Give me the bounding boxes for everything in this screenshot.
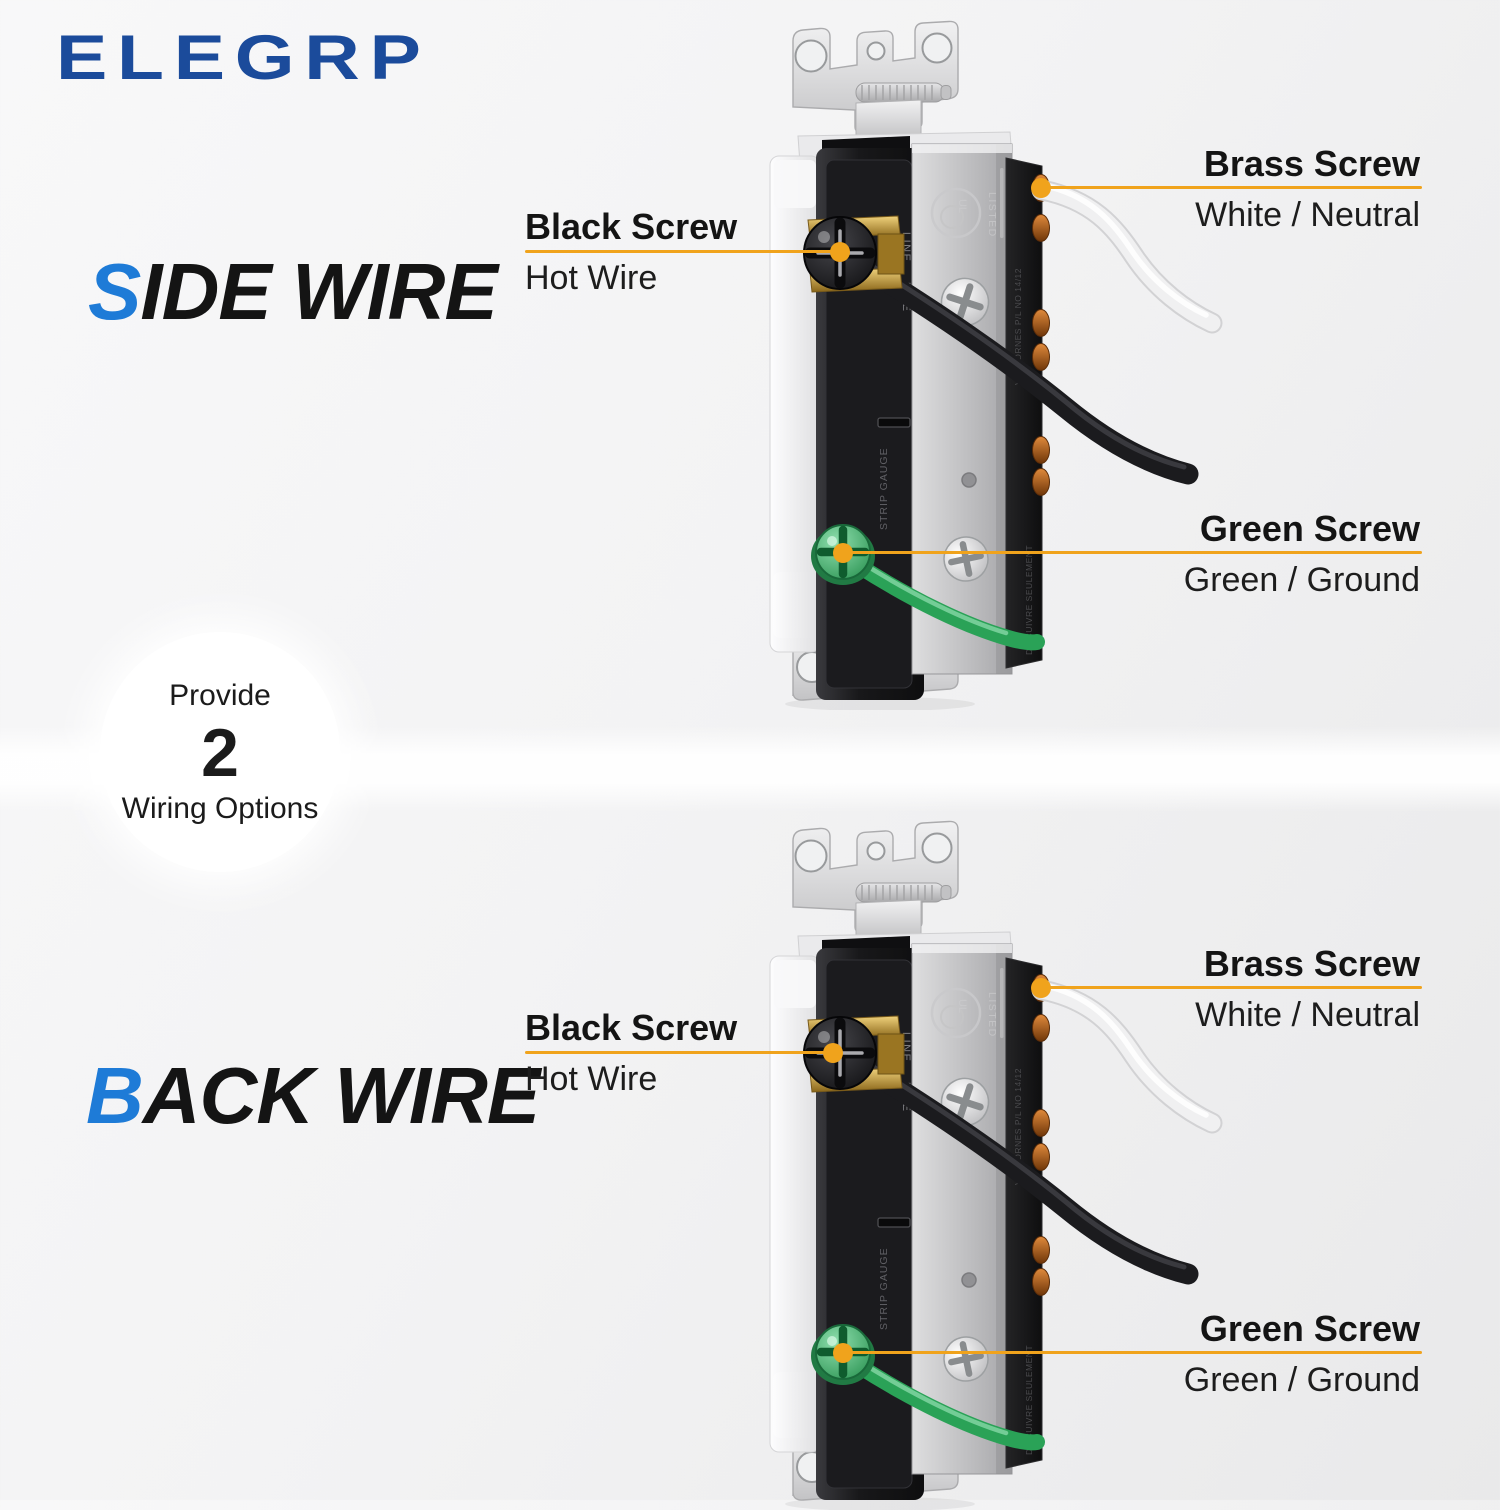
wiring-options-badge: Provide 2 Wiring Options	[100, 632, 340, 872]
callout-black-screw-title: Black Screw	[525, 206, 738, 247]
callout-brass-screw-title: Brass Screw	[1203, 943, 1420, 984]
callout-brass-screw-title: Brass Screw	[1203, 143, 1420, 184]
heading-first-letter: S	[88, 247, 141, 336]
callout-black-screw-subtitle: Hot Wire	[525, 259, 658, 297]
switch-device-side-wire: LINE LINE STRIP GAUGE UL LISTED	[760, 10, 1240, 710]
section-heading-side-wire: SIDE WIRE	[88, 252, 498, 332]
callout-green-screw-subtitle: Green / Ground	[1183, 561, 1420, 599]
badge-number: 2	[201, 715, 239, 792]
callout-brass-screw-line	[1041, 986, 1422, 989]
switch-device-back-wire	[760, 810, 1240, 1510]
badge-line-1: Provide	[169, 679, 271, 713]
callout-black-screw-dot	[830, 242, 850, 262]
callout-green-screw-line	[843, 551, 1422, 554]
callout-brass-screw-subtitle: White / Neutral	[1195, 196, 1420, 234]
heading-rest: IDE WIRE	[140, 247, 497, 336]
callout-black-screw-subtitle: Hot Wire	[525, 1060, 658, 1098]
callout-green-screw-subtitle: Green / Ground	[1183, 1361, 1420, 1399]
callout-green-screw-dot	[833, 1343, 853, 1363]
callout-black-screw-line	[525, 250, 840, 253]
callout-brass-screw-dot	[1031, 978, 1051, 998]
callout-brass-screw-dot	[1031, 178, 1051, 198]
callout-black-screw-title: Black Screw	[525, 1007, 738, 1048]
heading-first-letter: B	[86, 1051, 144, 1140]
callout-black-screw-line	[525, 1051, 833, 1054]
section-heading-back-wire: BACK WIRE	[86, 1056, 540, 1136]
callout-brass-screw-line	[1041, 186, 1422, 189]
callout-black-screw-dot	[823, 1043, 843, 1063]
badge-line-2: Wiring Options	[121, 791, 319, 825]
brand-logo: ELEGRP	[56, 23, 431, 93]
callout-green-screw-dot	[833, 543, 853, 563]
heading-rest: ACK WIRE	[142, 1051, 540, 1140]
callout-green-screw-line	[843, 1351, 1422, 1354]
callout-green-screw-title: Green Screw	[1199, 1308, 1420, 1349]
callout-brass-screw-subtitle: White / Neutral	[1195, 996, 1420, 1034]
callout-green-screw-title: Green Screw	[1199, 508, 1420, 549]
